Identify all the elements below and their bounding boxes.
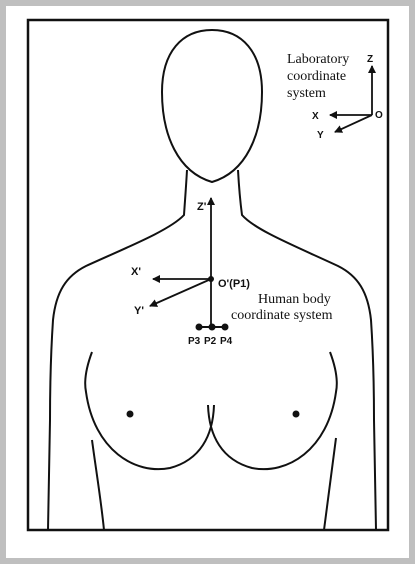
lab-caption-line-2: coordinate (287, 69, 346, 84)
body-caption-line-1: Human body (258, 292, 331, 307)
left-breast-outline (85, 352, 214, 469)
point-p4 (222, 324, 229, 331)
right-arm-line (324, 438, 336, 530)
point-p3-label: P3 (188, 336, 201, 347)
left-arm-line (92, 440, 104, 530)
torso-outline-right (238, 170, 376, 530)
body-y-label: Y' (134, 305, 144, 317)
body-x-label: X' (131, 266, 141, 278)
lab-origin-label: O (375, 110, 383, 121)
right-breast-outline (208, 352, 337, 469)
lab-x-label: X (312, 111, 319, 122)
lab-y-label: Y (317, 130, 324, 141)
point-p2-label: P2 (204, 336, 217, 347)
body-coordinate-system: Z' X' Y' O'(P1) Human body coordinate sy… (131, 198, 333, 347)
lab-z-label: Z (367, 54, 373, 65)
torso-outline (48, 170, 187, 530)
lab-coordinate-system: Z X Y O Laboratory coordinate system (287, 52, 383, 141)
left-nipple (127, 411, 134, 418)
right-nipple (293, 411, 300, 418)
lab-caption-line-1: Laboratory (287, 52, 349, 67)
lab-y-axis (335, 115, 372, 132)
point-p4-label: P4 (220, 336, 233, 347)
point-p2 (209, 324, 216, 331)
head-outline (162, 30, 262, 182)
lab-caption-line-3: system (287, 86, 326, 101)
body-y-axis (150, 279, 211, 306)
body-origin-label: O'(P1) (218, 278, 250, 290)
point-p3 (196, 324, 203, 331)
body-caption-line-2: coordinate system (231, 308, 333, 323)
body-z-label: Z' (197, 201, 207, 213)
